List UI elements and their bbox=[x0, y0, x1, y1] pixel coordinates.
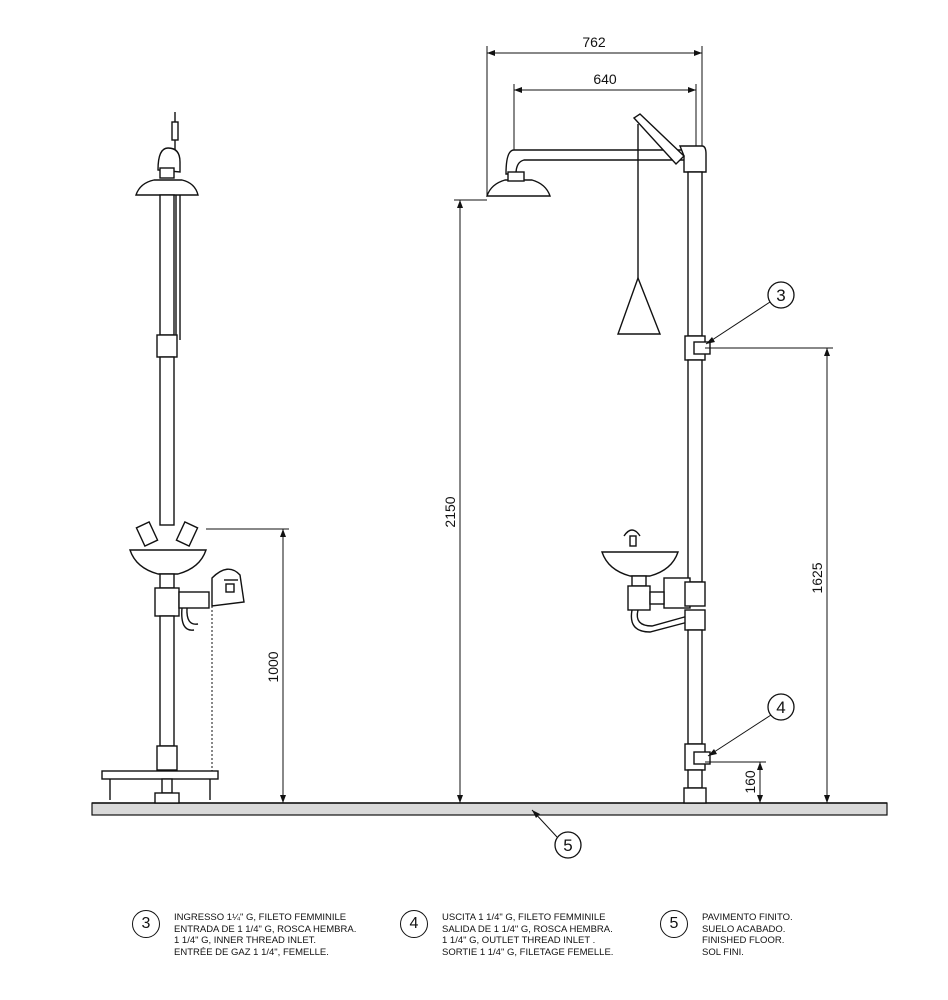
legend-4-line-3: 1 1/4" G, OUTLET THREAD INLET . bbox=[442, 935, 596, 946]
dim-640-label: 640 bbox=[593, 71, 617, 87]
legend-5-line-2: SUELO ACABADO. bbox=[702, 923, 786, 935]
legend-item-3: 3 INGRESSO 1¼" G, FILETO FEMMINILE ENTRA… bbox=[132, 910, 356, 958]
dim-762-label: 762 bbox=[582, 34, 606, 50]
legend-3-line-1: INGRESSO 1¼" G, FILETO FEMMINILE bbox=[174, 912, 347, 923]
dim-1000-label: 1000 bbox=[265, 651, 281, 682]
legend-5-line-4: SOL FINI. bbox=[702, 946, 744, 958]
dim-2150-label: 2150 bbox=[442, 496, 458, 527]
right-shower-unit bbox=[486, 113, 711, 804]
legend-3-line-2: ENTRADA DE 1 1/4" G, ROSCA HEMBRA. bbox=[174, 923, 357, 935]
left-shower-unit bbox=[101, 112, 245, 804]
legend-item-4: 4 USCITA 1 1/4" G, FILETO FEMMINILE SALI… bbox=[400, 910, 613, 958]
legend-4-line-1: USCITA 1 1/4" G, FILETO FEMMINILE bbox=[442, 912, 606, 923]
callout-4: 4 bbox=[707, 693, 795, 757]
dimension-arrows bbox=[280, 50, 830, 803]
legend-4-line-4: SORTIE 1 1/4" G, FILETAGE FEMELLE. bbox=[442, 946, 614, 958]
legend-5-text: PAVIMENTO FINITO. SUELO ACABADO. FINISHE… bbox=[702, 912, 793, 958]
callout-4-number: 4 bbox=[776, 698, 785, 717]
callout-3: 3 bbox=[705, 281, 795, 345]
legend-3-text: INGRESSO 1¼" G, FILETO FEMMINILE ENTRADA… bbox=[174, 912, 356, 958]
dimension-lines bbox=[206, 46, 833, 803]
legend-4-number: 4 bbox=[400, 910, 428, 938]
finished-floor bbox=[91, 802, 888, 816]
legend-3-line-3: 1 1/4" G, INNER THREAD INLET. bbox=[174, 935, 317, 946]
legend-5-line-1: PAVIMENTO FINITO. bbox=[702, 912, 793, 923]
legend-5-number: 5 bbox=[660, 910, 688, 938]
callout-5: 5 bbox=[531, 809, 582, 859]
legend-3-line-4: ENTRÉE DE GAZ 1 1/4", FEMELLE. bbox=[174, 946, 329, 958]
legend-5-line-3: FINISHED FLOOR. bbox=[702, 935, 785, 946]
legend-4-line-2: SALIDA DE 1 1/4" G, ROSCA HEMBRA. bbox=[442, 923, 613, 935]
dim-1625-label: 1625 bbox=[809, 562, 825, 593]
legend-item-5: 5 PAVIMENTO FINITO. SUELO ACABADO. FINIS… bbox=[660, 910, 793, 958]
callout-5-number: 5 bbox=[563, 836, 572, 855]
callout-3-number: 3 bbox=[776, 286, 785, 305]
dim-160-label: 160 bbox=[742, 770, 758, 794]
legend-4-text: USCITA 1 1/4" G, FILETO FEMMINILE SALIDA… bbox=[442, 912, 613, 958]
legend-3-number: 3 bbox=[132, 910, 160, 938]
